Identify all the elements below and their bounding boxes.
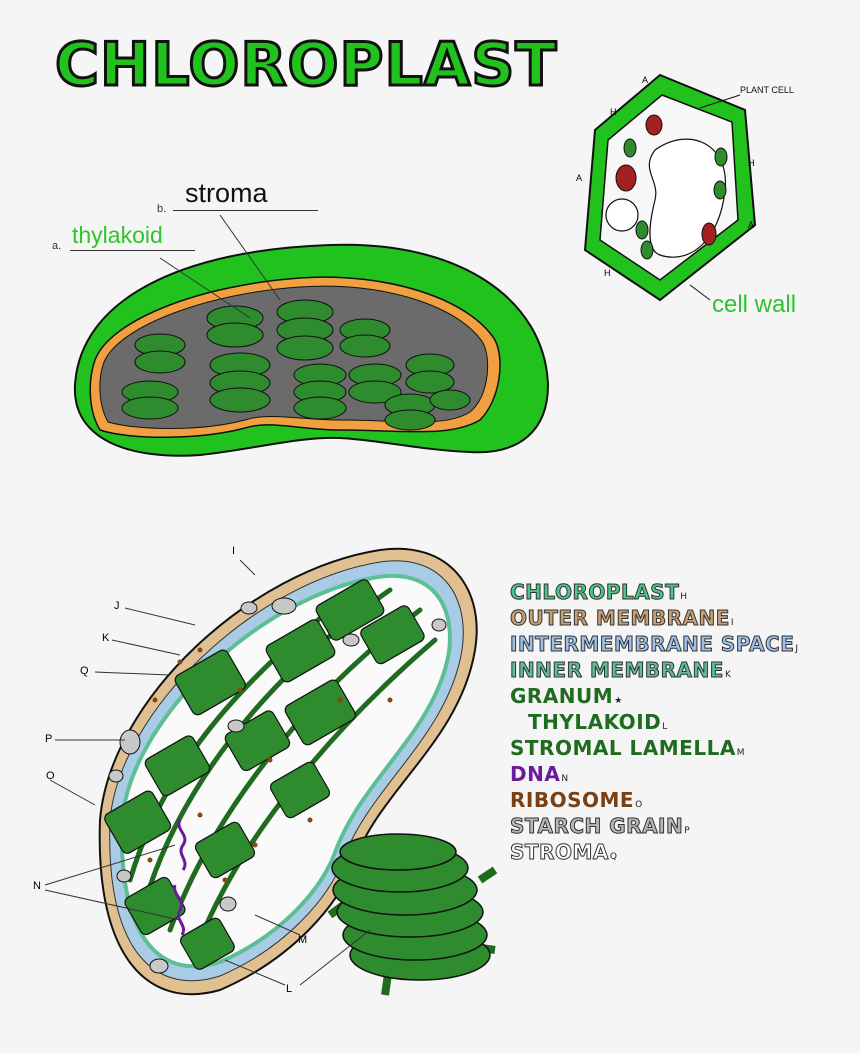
label-b-letter: b.	[157, 203, 167, 215]
chloroplast-3d	[73, 214, 550, 457]
key-text: STARCH GRAIN	[509, 814, 684, 839]
pc-letter-h1: H	[610, 107, 617, 117]
key-text: INNER MEMBRANE	[510, 658, 724, 683]
key-item-inner-membrane: INNER MEMBRANEK	[510, 658, 732, 683]
key-text: RIBOSOME	[510, 788, 635, 812]
label-a-underline	[70, 250, 195, 251]
key-text: INTERMEMBRANE SPACE	[509, 632, 795, 657]
key-text: OUTER MEMBRANE	[510, 606, 730, 631]
diagram-letter-q: Q	[80, 665, 89, 677]
cell-wall-label: cell wall	[712, 291, 797, 318]
ribosomes	[147, 647, 393, 883]
key-sub: K	[724, 670, 732, 680]
key-sub: M	[736, 748, 746, 758]
plant-cell	[583, 73, 757, 302]
key-item-dna: DNAN	[510, 762, 569, 786]
key-sub: ★	[614, 696, 623, 706]
pc-letter-a3: A	[748, 220, 755, 230]
key-sub: Q	[609, 852, 618, 862]
key-sub: P	[684, 826, 691, 836]
label-b-underline	[173, 210, 318, 211]
key-item-granum: GRANUM★	[510, 684, 623, 708]
key-text: STROMAL LAMELLA	[510, 736, 736, 760]
key-item-stroma: STROMAQ	[510, 840, 618, 865]
key-item-ribosome: RIBOSOMEO	[510, 788, 643, 812]
key-item-thylakoid: THYLAKOIDL	[528, 710, 668, 734]
granum-3d	[327, 833, 498, 996]
diagram-letter-p: P	[45, 733, 53, 745]
grana-stacks	[121, 299, 471, 431]
key-item-stromal-lamella: STROMAL LAMELLAM	[510, 736, 745, 760]
diagram-letter-n: N	[33, 880, 41, 892]
pc-letter-h2: H	[748, 158, 755, 168]
grana	[104, 579, 425, 970]
diagram-letter-o: O	[46, 770, 55, 782]
key-item-chloroplast: CHLOROPLASTH	[509, 580, 688, 605]
label-thylakoid: thylakoid	[72, 222, 163, 248]
diagram-letter-j: J	[114, 600, 120, 612]
diagram-letter-i: I	[232, 545, 236, 557]
plant-cell-heading: PLANT CELL	[740, 85, 794, 95]
key-sub: O	[635, 800, 643, 810]
key-sub: H	[680, 592, 688, 602]
pc-letter-a2: A	[576, 173, 583, 183]
page-title: CHLOROPLAST	[53, 29, 558, 102]
pc-letter-h3: H	[604, 268, 611, 278]
diagram-letter-l: L	[286, 983, 293, 995]
key-item-starch-grain: STARCH GRAINP	[509, 814, 691, 839]
key-sub: N	[561, 774, 569, 784]
key-sub: J	[795, 644, 799, 654]
key-text: CHLOROPLAST	[509, 580, 680, 605]
starch-grains	[108, 597, 447, 974]
label-a-letter: a.	[52, 240, 62, 252]
label-stroma: stroma	[185, 178, 268, 208]
diagram-letter-k: K	[102, 632, 110, 644]
dna-strands	[173, 819, 187, 936]
key-text: GRANUM	[510, 684, 614, 708]
nucleus	[605, 198, 639, 232]
key-text: THYLAKOID	[528, 710, 662, 734]
chloroplast-cross-section	[98, 547, 478, 996]
key-text: DNA	[510, 762, 561, 786]
pc-letter-a1: A	[642, 75, 649, 85]
key-text: STROMA	[510, 840, 609, 865]
diagram-letter-m: M	[298, 934, 308, 946]
key-sub: I	[730, 618, 735, 628]
key-sub: L	[662, 722, 668, 732]
key-item-outer-membrane: OUTER MEMBRANEI	[510, 606, 735, 631]
key-item-intermembrane-space: INTERMEMBRANE SPACEJ	[509, 632, 799, 657]
